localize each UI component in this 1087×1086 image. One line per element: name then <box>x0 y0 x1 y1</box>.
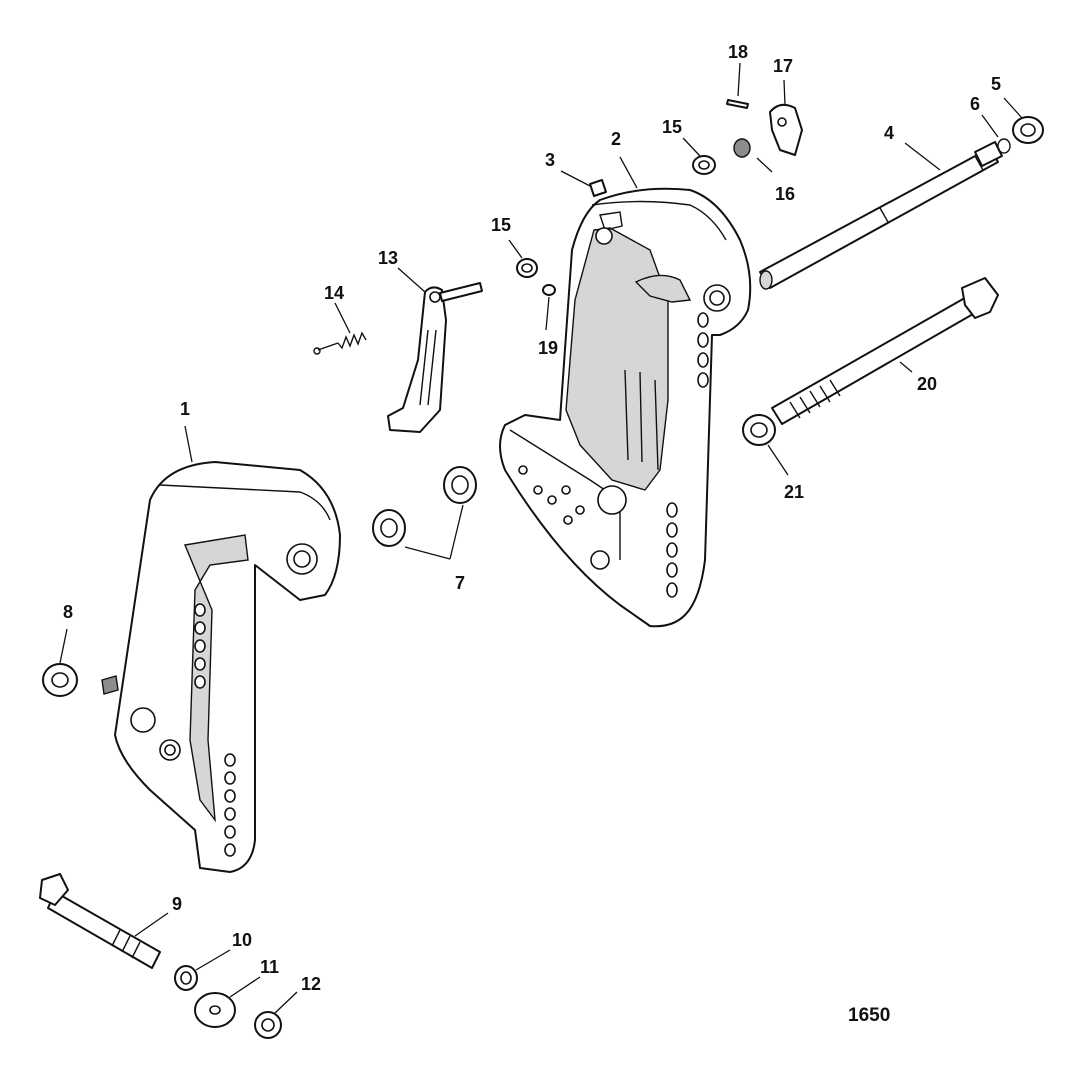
callout-2: 2 <box>611 129 621 149</box>
callout-6: 6 <box>970 94 980 114</box>
bushing-3 <box>589 179 607 197</box>
long-bolt-20 <box>771 277 999 425</box>
nut-21 <box>742 414 776 446</box>
callout-15-upper: 15 <box>662 117 682 137</box>
nut-5 <box>1012 116 1044 144</box>
callout-5: 5 <box>991 74 1001 94</box>
callout-1: 1 <box>180 399 190 419</box>
coil-spring-16 <box>733 138 751 158</box>
bushing-15-upper <box>692 155 716 175</box>
wave-washer-7b <box>443 466 477 504</box>
callout-8: 8 <box>63 602 73 622</box>
left-clamp-bracket <box>101 461 341 873</box>
right-clamp-bracket <box>499 187 752 628</box>
spring-14 <box>313 331 367 355</box>
callout-19: 19 <box>538 338 558 358</box>
washer-10 <box>174 965 198 991</box>
tilt-shaft <box>759 141 1003 290</box>
callout-10: 10 <box>232 930 252 950</box>
nut-8 <box>42 663 78 697</box>
callout-21: 21 <box>784 482 804 502</box>
cam-17 <box>769 103 803 156</box>
lock-lever-13 <box>387 282 483 433</box>
callout-17: 17 <box>773 56 793 76</box>
leader-lines <box>59 62 1023 1014</box>
pin-19 <box>542 284 556 296</box>
washer-ring-6 <box>997 138 1011 154</box>
callout-13: 13 <box>378 248 398 268</box>
bolt-9 <box>39 873 161 969</box>
callout-7: 7 <box>455 573 465 593</box>
callout-3: 3 <box>545 150 555 170</box>
callout-labels: 1 2 3 4 5 6 7 8 9 10 11 12 13 14 15 15 1… <box>63 42 1001 994</box>
flat-washer-11 <box>194 992 236 1028</box>
wave-washer-7a <box>372 509 406 547</box>
callout-14: 14 <box>324 283 344 303</box>
callout-9: 9 <box>172 894 182 914</box>
callout-15-lower: 15 <box>491 215 511 235</box>
callout-12: 12 <box>301 974 321 994</box>
pin-18 <box>726 99 749 109</box>
callout-16: 16 <box>775 184 795 204</box>
callout-4: 4 <box>884 123 894 143</box>
callout-20: 20 <box>917 374 937 394</box>
callout-18: 18 <box>728 42 748 62</box>
callout-11: 11 <box>260 957 279 977</box>
figure-number: 1650 <box>848 1005 890 1026</box>
nut-12 <box>254 1011 282 1039</box>
bushing-15-lower <box>516 258 538 278</box>
